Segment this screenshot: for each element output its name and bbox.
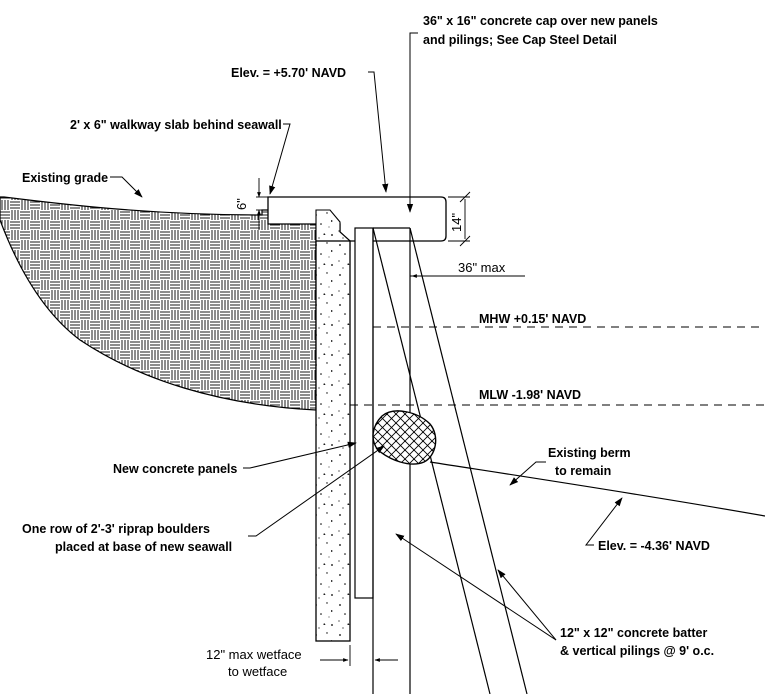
dim-36max-label: 36" max <box>458 260 506 275</box>
existing-berm-line <box>429 461 765 517</box>
dim-6in-label: 6" <box>234 198 249 210</box>
pilings-leader-b <box>497 569 557 641</box>
walkway-label: 2' x 6" walkway slab behind seawall <box>70 118 282 132</box>
cap-note-leader <box>406 32 418 213</box>
elev-bottom-leader <box>584 497 623 546</box>
elev-bottom-label: Elev. = -4.36' NAVD <box>598 539 710 553</box>
wetface-label-1: 12" max wetface <box>206 647 302 662</box>
new-panels-leader <box>243 441 357 469</box>
cap-note-line2: and pilings; See Cap Steel Detail <box>423 33 617 47</box>
dim-14in-label: 14" <box>449 213 464 232</box>
mlw-label: MLW -1.98' NAVD <box>479 388 581 402</box>
concrete-cap <box>267 196 447 242</box>
riprap-line2: placed at base of new seawall <box>55 540 232 554</box>
riprap-line1: One row of 2'-3' riprap boulders <box>22 522 210 536</box>
existing-grade-soil <box>0 196 317 411</box>
new-panels-label: New concrete panels <box>113 462 237 476</box>
pilings-leader-a <box>395 533 557 641</box>
dim-6in <box>256 178 268 230</box>
pilings-line2: & vertical pilings @ 9' o.c. <box>560 644 714 658</box>
new-concrete-panel <box>315 240 351 642</box>
wetface-label-2: to wetface <box>228 664 287 679</box>
elev-top-leader <box>368 71 389 193</box>
riprap-boulder <box>372 410 437 465</box>
walkway-leader <box>269 123 291 195</box>
vertical-piling <box>354 227 374 599</box>
elev-top-label: Elev. = +5.70' NAVD <box>231 66 346 80</box>
existing-berm-line2: to remain <box>555 464 611 478</box>
existing-grade-leader <box>110 176 143 198</box>
dim-14in <box>448 191 471 247</box>
mhw-label: MHW +0.15' NAVD <box>479 312 586 326</box>
pilings-line1: 12" x 12" concrete batter <box>560 626 707 640</box>
existing-berm-leader <box>509 461 546 486</box>
existing-grade-label: Existing grade <box>22 171 108 185</box>
existing-berm-line1: Existing berm <box>548 446 631 460</box>
riprap-leader <box>248 445 385 537</box>
cap-note-line1: 36" x 16" concrete cap over new panels <box>423 14 658 28</box>
dim-wetface <box>320 645 398 666</box>
